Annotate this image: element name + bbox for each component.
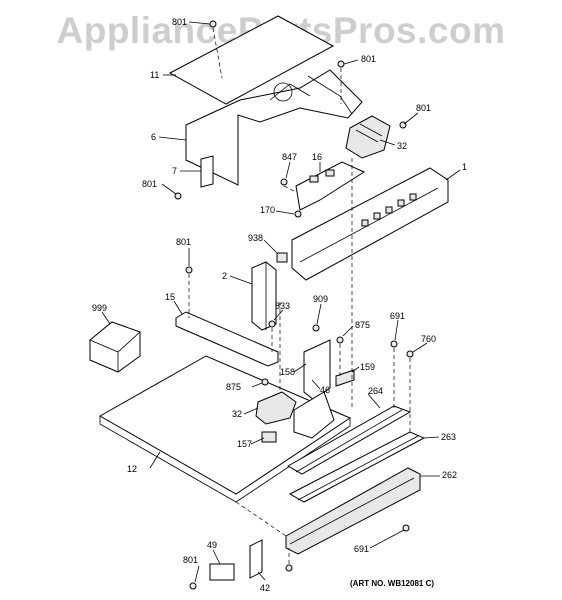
label-801[interactable]: 801 bbox=[176, 237, 191, 247]
label-938[interactable]: 938 bbox=[248, 233, 263, 243]
part-7-bracket[interactable] bbox=[200, 155, 214, 188]
part-32-switch-upper[interactable] bbox=[345, 115, 391, 159]
label-691[interactable]: 691 bbox=[354, 544, 369, 554]
label-847[interactable]: 847 bbox=[282, 152, 297, 162]
part-157-clip[interactable] bbox=[261, 431, 277, 443]
label-159[interactable]: 159 bbox=[360, 362, 375, 372]
part-11-top-panel[interactable] bbox=[168, 15, 335, 105]
label-801[interactable]: 801 bbox=[183, 555, 198, 565]
part-16-control-board[interactable] bbox=[295, 161, 366, 211]
part-2-duct[interactable] bbox=[251, 261, 277, 331]
label-170[interactable]: 170 bbox=[260, 205, 275, 215]
part-49-plate[interactable] bbox=[209, 563, 235, 581]
label-11[interactable]: 11 bbox=[150, 70, 159, 80]
part-264-trim[interactable] bbox=[286, 405, 412, 475]
label-16[interactable]: 16 bbox=[312, 152, 322, 162]
label-263[interactable]: 263 bbox=[441, 432, 456, 442]
part-262-vent-grille[interactable] bbox=[285, 467, 421, 555]
label-833[interactable]: 833 bbox=[275, 301, 290, 311]
label-32[interactable]: 32 bbox=[232, 409, 242, 419]
label-801[interactable]: 801 bbox=[172, 17, 187, 27]
part-46-panel[interactable] bbox=[293, 391, 335, 439]
label-691[interactable]: 691 bbox=[390, 311, 405, 321]
label-46[interactable]: 46 bbox=[320, 385, 330, 395]
part-15-rail[interactable] bbox=[175, 311, 279, 367]
label-760[interactable]: 760 bbox=[421, 334, 436, 344]
label-875[interactable]: 875 bbox=[355, 320, 370, 330]
label-875[interactable]: 875 bbox=[226, 382, 241, 392]
label-32[interactable]: 32 bbox=[397, 141, 407, 151]
label-801[interactable]: 801 bbox=[142, 179, 157, 189]
label-158[interactable]: 158 bbox=[280, 367, 295, 377]
assembly-guide-lines bbox=[188, 27, 411, 564]
label-1[interactable]: 1 bbox=[462, 162, 467, 172]
label-leader-lines bbox=[101, 21, 461, 583]
label-15[interactable]: 15 bbox=[165, 292, 175, 302]
label-909[interactable]: 909 bbox=[313, 294, 328, 304]
part-938-clip[interactable] bbox=[276, 252, 288, 263]
label-999[interactable]: 999 bbox=[92, 303, 107, 313]
part-159-bracket[interactable] bbox=[335, 369, 355, 387]
label-801[interactable]: 801 bbox=[416, 103, 431, 113]
label-157[interactable]: 157 bbox=[237, 439, 252, 449]
label-2[interactable]: 2 bbox=[222, 271, 227, 281]
part-42-bracket[interactable] bbox=[249, 539, 263, 579]
part-32-switch-lower[interactable] bbox=[255, 391, 297, 425]
part-1-control-panel[interactable] bbox=[291, 167, 449, 281]
label-49[interactable]: 49 bbox=[207, 540, 217, 550]
label-7[interactable]: 7 bbox=[172, 166, 177, 176]
label-264[interactable]: 264 bbox=[368, 386, 383, 396]
part-6-frame[interactable] bbox=[185, 69, 363, 186]
label-262[interactable]: 262 bbox=[442, 470, 457, 480]
screw-icon bbox=[174, 20, 414, 590]
part-number-labels: 801 11 801 801 6 7 801 32 847 16 1 170 9… bbox=[92, 17, 467, 593]
label-801[interactable]: 801 bbox=[361, 54, 376, 64]
label-6[interactable]: 6 bbox=[151, 132, 156, 142]
part-999-box[interactable] bbox=[89, 321, 141, 373]
art-number: (ART NO. WB12081 C) bbox=[350, 579, 434, 588]
label-42[interactable]: 42 bbox=[260, 583, 270, 593]
label-12[interactable]: 12 bbox=[127, 464, 137, 474]
